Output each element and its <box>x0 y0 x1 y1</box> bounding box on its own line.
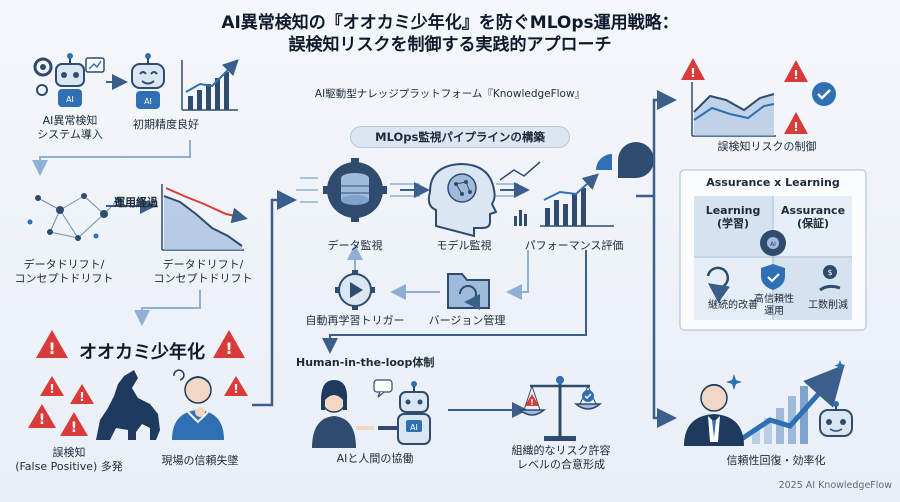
svg-text:!: ! <box>530 398 534 407</box>
effort-reduction-label: 工数削減 <box>808 300 848 311</box>
high-reliability-label: 高信頼性 運用 <box>754 294 794 317</box>
rising-bar-chart-icon <box>181 59 239 111</box>
gear-icon <box>33 57 53 96</box>
matrix-title: Assurance x Learning <box>706 176 840 189</box>
robot-icon: AI <box>55 53 85 107</box>
svg-text:AI: AI <box>410 423 418 432</box>
version-control-label: バージョン管理 <box>428 314 506 327</box>
auto-retrain-label: 自動再学習トリガー <box>305 314 405 327</box>
warning-icon: ! <box>213 330 245 358</box>
svg-text:!: ! <box>48 339 55 358</box>
trust-loss-label: 現場の信頼失墜 <box>161 454 239 467</box>
drift-chart-icon <box>161 184 248 251</box>
happy-robot-icon <box>819 401 853 437</box>
howling-wolf-icon <box>96 370 160 440</box>
svg-text:!: ! <box>39 412 45 428</box>
performance-chart-icon <box>499 142 654 227</box>
consensus-label: 組織的なリスク許容 レベルの合意形成 <box>511 444 611 471</box>
svg-text:!: ! <box>79 390 84 404</box>
drift-right-label: データドリフト/ コンセプトドリフト <box>153 258 253 285</box>
ai-robot-icon: AI <box>378 381 431 445</box>
page-title-line1: AI異常検知の『オオカミ少年化』を防ぐMLOps運用戦略： <box>221 13 679 33</box>
warning-icon: ! <box>40 376 64 396</box>
initial-accuracy-label: 初期精度良好 <box>133 118 199 131</box>
check-badge-icon <box>812 82 836 106</box>
svg-text:AI: AI <box>66 95 74 104</box>
svg-text:AI: AI <box>144 97 152 106</box>
sparkle-icon <box>726 360 846 390</box>
result-label: 信頼性回復・効率化 <box>726 454 826 467</box>
svg-text:!: ! <box>225 339 232 358</box>
risk-control-chart-icon <box>691 82 776 137</box>
continuous-improve-label: 継続的改善 <box>708 300 758 311</box>
footer-credit: 2025 AI KnowledgeFlow <box>778 480 892 491</box>
svg-text:!: ! <box>690 66 695 80</box>
chat-bubble-icon <box>373 379 393 398</box>
gear-icon: AI <box>760 230 786 256</box>
platform-subtitle: AI駆動型ナレッジプラットフォーム『KnowledgeFlow』 <box>314 88 586 100</box>
svg-text:!: ! <box>71 420 77 436</box>
collab-label: AIと人間の協働 <box>336 452 414 465</box>
page-title-line2: 誤検知リスクを制御する実践的アプローチ <box>288 35 612 55</box>
intro-label: AI異常検知 システム導入 <box>37 114 103 141</box>
risk-control-label: 誤検知リスクの制御 <box>717 140 817 153</box>
warning-icon: ! <box>70 384 94 404</box>
warning-icon: ! <box>681 58 705 80</box>
model-monitor-label: モデル監視 <box>436 239 492 252</box>
pipeline-title: MLOps監視パイプラインの構築 <box>350 126 570 148</box>
hitl-title: Human-in-the-loop体制 <box>296 356 435 369</box>
ai-brain-icon <box>427 162 498 238</box>
businessman-icon <box>684 384 744 446</box>
chart-window-icon <box>85 57 105 73</box>
warning-icon: ! <box>224 376 248 396</box>
data-network-icon <box>27 193 121 241</box>
svg-text:$: $ <box>827 268 832 277</box>
happy-robot-icon: AI <box>131 53 165 109</box>
warning-icon: ! <box>60 412 88 436</box>
svg-text:!: ! <box>793 120 798 134</box>
effort-reduction-icon: $ <box>819 265 841 292</box>
learning-label: Learning (学習) <box>705 204 761 230</box>
wolf-title: オオカミ少年化 <box>79 342 205 363</box>
warning-icon: ! <box>784 60 808 82</box>
version-folder-icon <box>447 273 490 310</box>
refresh-cycle-icon <box>706 266 731 303</box>
performance-eval-label: パフォーマンス評価 <box>524 239 624 252</box>
svg-text:!: ! <box>793 68 798 82</box>
worried-person-icon <box>172 369 224 440</box>
svg-text:!: ! <box>233 382 238 396</box>
elapsed-label: 運用経過 <box>114 196 158 209</box>
database-gear-icon <box>323 158 387 222</box>
warning-icon: ! <box>784 112 808 134</box>
false-positive-label: 誤検知 (False Positive) 多発 <box>15 446 123 473</box>
svg-text:!: ! <box>49 382 54 396</box>
retrain-play-icon <box>335 270 375 310</box>
warning-icon: ! <box>36 330 68 358</box>
balance-scale-icon: ! <box>517 376 603 441</box>
rising-trend-icon <box>738 364 845 444</box>
assurance-label: Assurance (保証) <box>780 204 846 230</box>
drift-left-label: データドリフト/ コンセプトドリフト <box>14 258 114 285</box>
warning-icon: ! <box>28 404 56 428</box>
human-person-icon <box>312 380 374 448</box>
data-monitor-label: データ監視 <box>327 239 383 252</box>
shield-check-icon <box>761 264 785 290</box>
svg-text:AI: AI <box>770 241 776 248</box>
